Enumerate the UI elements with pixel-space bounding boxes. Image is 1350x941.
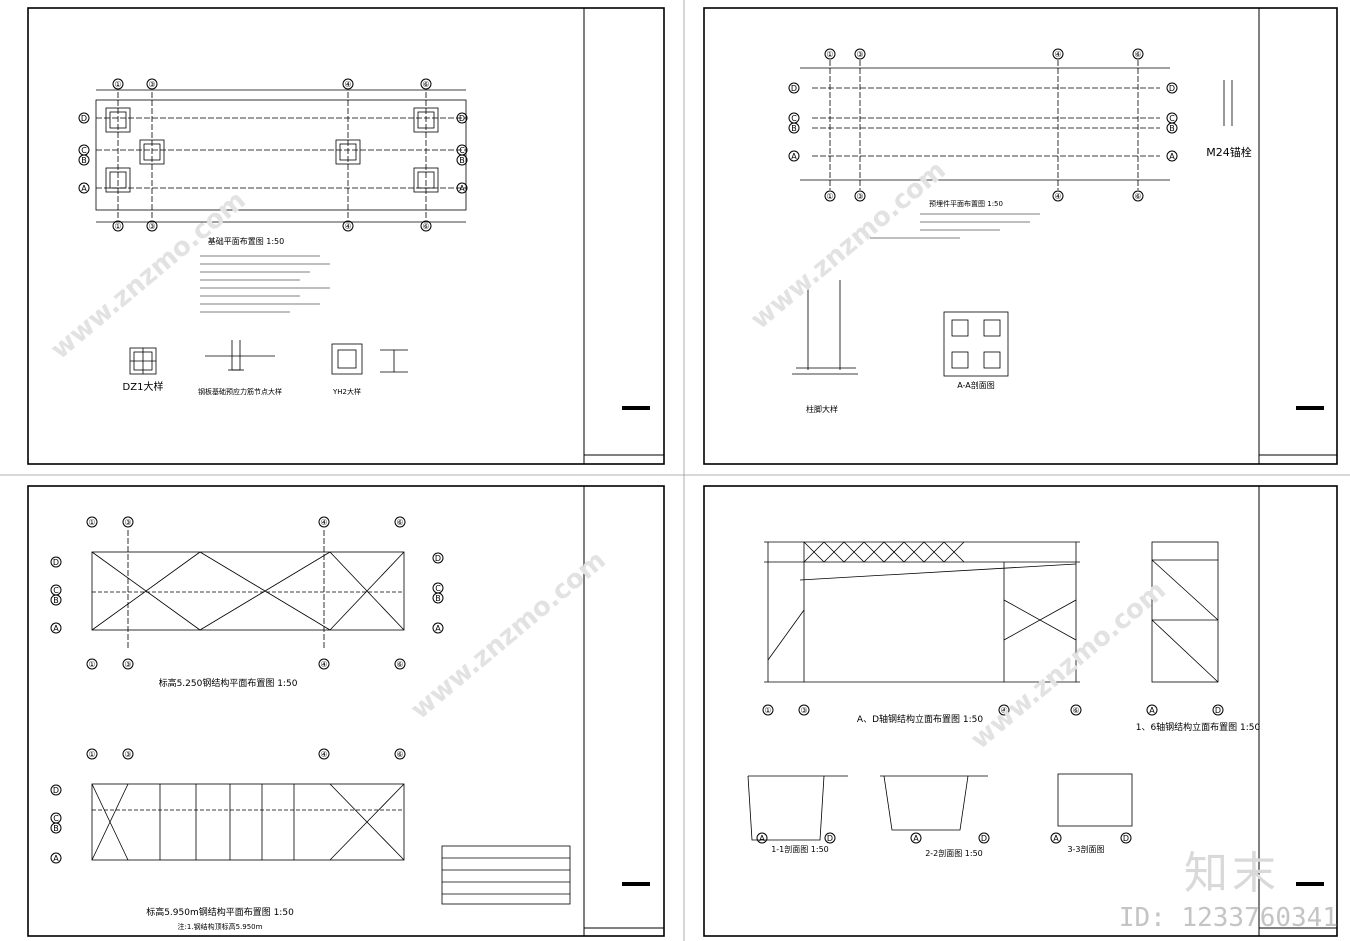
sheet-1-frame xyxy=(27,7,665,465)
s2-bolt-label: M24锚栓 xyxy=(1206,145,1252,159)
svg-text:B: B xyxy=(791,124,797,133)
s4-section-1-label: 1-1剖面图 1:50 xyxy=(771,844,829,854)
s4-elev-main-title: A、D轴钢结构立面布置图 1:50 xyxy=(857,713,983,725)
svg-text:④: ④ xyxy=(1054,192,1061,201)
watermark-site-1: www.znzmo.com xyxy=(45,185,251,365)
s2-axis-top-4: ④ xyxy=(1054,50,1061,59)
svg-text:①: ① xyxy=(88,750,95,759)
s1-section-label: 钢板基础预应力筋节点大样 xyxy=(198,387,282,396)
svg-text:③: ③ xyxy=(148,222,155,231)
watermark-site-2: www.znzmo.com xyxy=(745,155,951,335)
s2-section-label: A-A剖面图 xyxy=(957,380,994,390)
s3-axis-side-d: D xyxy=(53,558,59,567)
s1-dz1-label: DZ1大样 xyxy=(123,380,164,393)
svg-text:④: ④ xyxy=(320,660,327,669)
svg-text:C: C xyxy=(791,114,797,123)
svg-text:C: C xyxy=(1169,114,1175,123)
svg-text:B: B xyxy=(53,824,59,833)
svg-text:⑥: ⑥ xyxy=(1134,192,1141,201)
s2-axis-top-3: ③ xyxy=(856,50,863,59)
svg-text:A: A xyxy=(1053,834,1059,843)
s2-column-detail-label: 柱脚大样 xyxy=(806,404,838,414)
svg-text:A: A xyxy=(435,624,441,633)
s3-axis-top-6: ⑥ xyxy=(396,518,403,527)
s1-yh-label: YH2大样 xyxy=(332,387,361,396)
svg-text:⑥: ⑥ xyxy=(396,660,403,669)
s1-axis-side-a: A xyxy=(81,184,87,193)
svg-text:D: D xyxy=(981,834,987,843)
svg-text:①: ① xyxy=(114,222,121,231)
s1-axis-top-1: ① xyxy=(114,80,121,89)
s3-axis-top-1: ① xyxy=(88,518,95,527)
s3-axis-side-c: C xyxy=(53,586,59,595)
s2-axis-top-6: ⑥ xyxy=(1134,50,1141,59)
svg-text:A: A xyxy=(913,834,919,843)
svg-text:D: D xyxy=(827,834,833,843)
svg-text:③: ③ xyxy=(856,192,863,201)
s1-axis-top-3: ③ xyxy=(148,80,155,89)
s1-axis-top-6: ⑥ xyxy=(422,80,429,89)
s1-plan-title: 基础平面布置图 1:50 xyxy=(208,236,285,246)
s4-axis-a: A xyxy=(1149,706,1155,715)
s3-axis-side-a: A xyxy=(53,624,59,633)
svg-text:B: B xyxy=(459,156,465,165)
s1-axis-side-c: C xyxy=(81,146,87,155)
watermark-site-3: www.znzmo.com xyxy=(405,545,611,725)
s4-section-2-label: 2-2剖面图 1:50 xyxy=(925,848,983,858)
svg-text:A: A xyxy=(759,834,765,843)
s4-axis-3: ③ xyxy=(800,706,807,715)
s4-axis-1: ① xyxy=(764,706,771,715)
s3-plan2-note: 注:1.钢结构顶标高5.950m xyxy=(178,922,263,931)
sheet-2-frame xyxy=(703,7,1338,465)
svg-text:D: D xyxy=(1169,84,1175,93)
s1-axis-side-b: B xyxy=(81,156,87,165)
svg-text:A: A xyxy=(459,184,465,193)
svg-text:C: C xyxy=(53,814,59,823)
s4-axis-6: ⑥ xyxy=(1072,706,1079,715)
svg-text:④: ④ xyxy=(344,222,351,231)
s1-axis-side-d: D xyxy=(81,114,87,123)
watermark-id: ID: 1233760341 xyxy=(1118,903,1338,933)
s2-plan-title: 预埋件平面布置图 1:50 xyxy=(929,199,1003,208)
svg-text:⑥: ⑥ xyxy=(422,222,429,231)
s4-axis-4: ④ xyxy=(1000,706,1007,715)
svg-text:B: B xyxy=(1169,124,1175,133)
s2-axis-top-1: ① xyxy=(826,50,833,59)
svg-text:⑥: ⑥ xyxy=(396,750,403,759)
svg-text:①: ① xyxy=(826,192,833,201)
s3-axis-top-3: ③ xyxy=(124,518,131,527)
svg-text:D: D xyxy=(459,114,465,123)
svg-text:D: D xyxy=(1123,834,1129,843)
svg-text:D: D xyxy=(791,84,797,93)
s3-plan1-title: 标高5.250钢结构平面布置图 1:50 xyxy=(159,677,298,689)
s3-axis-side-b: B xyxy=(53,596,59,605)
svg-text:③: ③ xyxy=(124,750,131,759)
s1-axis-top-4: ④ xyxy=(344,80,351,89)
svg-text:④: ④ xyxy=(320,750,327,759)
svg-text:A: A xyxy=(53,854,59,863)
svg-text:C: C xyxy=(459,146,465,155)
svg-text:①: ① xyxy=(88,660,95,669)
s3-axis-top-4: ④ xyxy=(320,518,327,527)
svg-text:B: B xyxy=(435,594,441,603)
svg-text:D: D xyxy=(435,554,441,563)
sheet-4-frame xyxy=(703,485,1338,937)
svg-text:A: A xyxy=(791,152,797,161)
s4-elev-side-title: 1、6轴钢结构立面布置图 1:50 xyxy=(1136,721,1261,733)
svg-text:③: ③ xyxy=(124,660,131,669)
sheet-3-frame xyxy=(27,485,665,937)
s4-axis-d: D xyxy=(1215,706,1221,715)
watermark-brand: 知末 xyxy=(1184,848,1280,899)
svg-text:A: A xyxy=(1169,152,1175,161)
svg-text:C: C xyxy=(435,584,441,593)
s3-plan2-title: 标高5.950m钢结构平面布置图 1:50 xyxy=(146,906,294,918)
s4-section-3-label: 3-3剖面图 xyxy=(1067,844,1104,854)
svg-text:D: D xyxy=(53,786,59,795)
